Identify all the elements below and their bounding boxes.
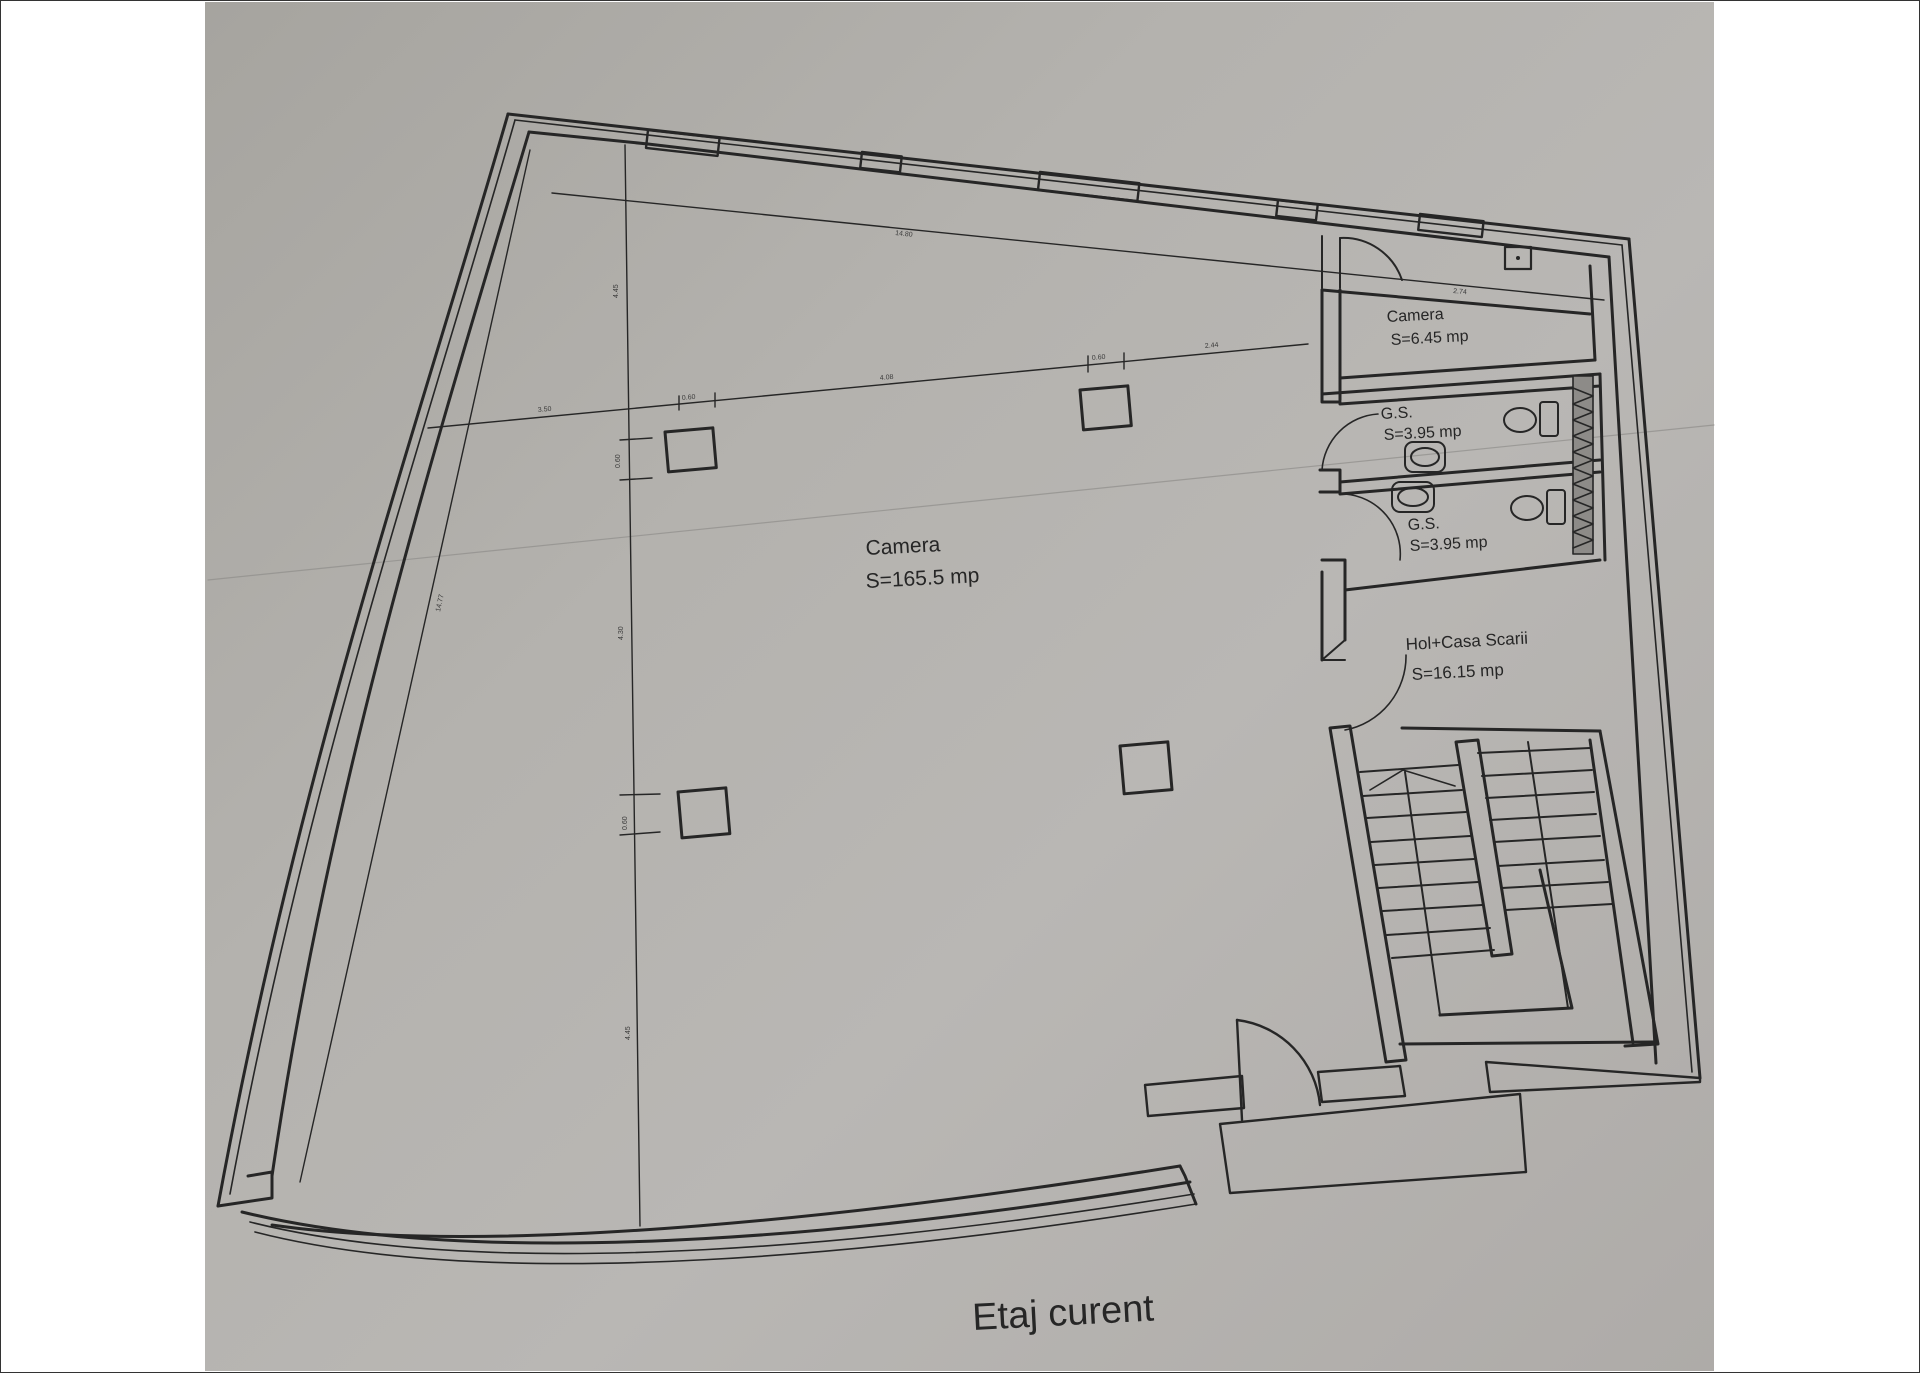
door-hol	[1344, 654, 1407, 731]
entrance-door	[1143, 1018, 1702, 1195]
inner-wall	[270, 130, 1658, 1178]
paper-photo	[205, 2, 1714, 1371]
svg-text:S=16.15 mp: S=16.15 mp	[1411, 660, 1504, 684]
plan-title: Etaj curent	[971, 1288, 1155, 1339]
svg-text:2.44: 2.44	[1205, 342, 1219, 350]
svg-text:4.08: 4.08	[880, 374, 894, 382]
svg-text:S=165.5 mp: S=165.5 mp	[865, 564, 980, 593]
svg-text:0.60: 0.60	[682, 394, 696, 402]
svg-text:S=3.95 mp: S=3.95 mp	[1383, 423, 1462, 444]
outer-wall	[216, 112, 1702, 1265]
svg-text:3.50: 3.50	[538, 406, 552, 414]
svg-text:0.60: 0.60	[1092, 354, 1106, 362]
room-label-hol: Hol+Casa Scarii S=16.15 mp	[1405, 629, 1528, 684]
chimney-icon	[1503, 245, 1533, 271]
toilet-icon	[1503, 401, 1566, 525]
svg-text:2.74: 2.74	[1453, 288, 1467, 296]
dimension-lines	[299, 144, 1605, 1227]
room-label-camera-main: Camera S=165.5 mp	[865, 533, 980, 593]
svg-text:G.S.: G.S.	[1407, 515, 1440, 534]
columns	[663, 384, 1174, 840]
svg-text:Camera: Camera	[1386, 306, 1444, 326]
svg-text:4.30: 4.30	[618, 626, 625, 640]
svg-text:4.45: 4.45	[625, 1026, 632, 1040]
ventilation-shaft-hatch	[1572, 375, 1594, 555]
room-camera-small-walls	[1320, 264, 1597, 404]
svg-text:14.80: 14.80	[895, 230, 913, 239]
sink-icon	[1391, 441, 1446, 513]
windows	[644, 128, 1485, 239]
svg-text:4.45: 4.45	[613, 284, 620, 298]
svg-text:Camera: Camera	[865, 533, 941, 560]
room-label-camera-small: Camera S=6.45 mp	[1386, 306, 1469, 349]
bathroom-walls	[1318, 372, 1607, 662]
stair-walls	[1328, 724, 1660, 1064]
room-label-gs-2: G.S. S=3.95 mp	[1407, 515, 1488, 555]
room-label-gs-1: G.S. S=3.95 mp	[1380, 404, 1462, 444]
dimension-labels: 14.80 2.74 3.50 0.60 4.08 0.60 2.44 4.45…	[435, 230, 1467, 1040]
svg-text:0.60: 0.60	[622, 816, 629, 830]
door-top	[1321, 235, 1403, 289]
svg-text:S=6.45 mp: S=6.45 mp	[1390, 328, 1469, 349]
svg-text:S=3.95 mp: S=3.95 mp	[1409, 534, 1488, 555]
svg-text:Hol+Casa Scarii: Hol+Casa Scarii	[1405, 629, 1528, 654]
paper-fold-line	[207, 424, 1715, 581]
svg-text:G.S.: G.S.	[1380, 404, 1413, 423]
stair-steps	[1359, 741, 1613, 1016]
svg-text:0.60: 0.60	[615, 454, 622, 468]
svg-text:14.77: 14.77	[435, 594, 446, 613]
